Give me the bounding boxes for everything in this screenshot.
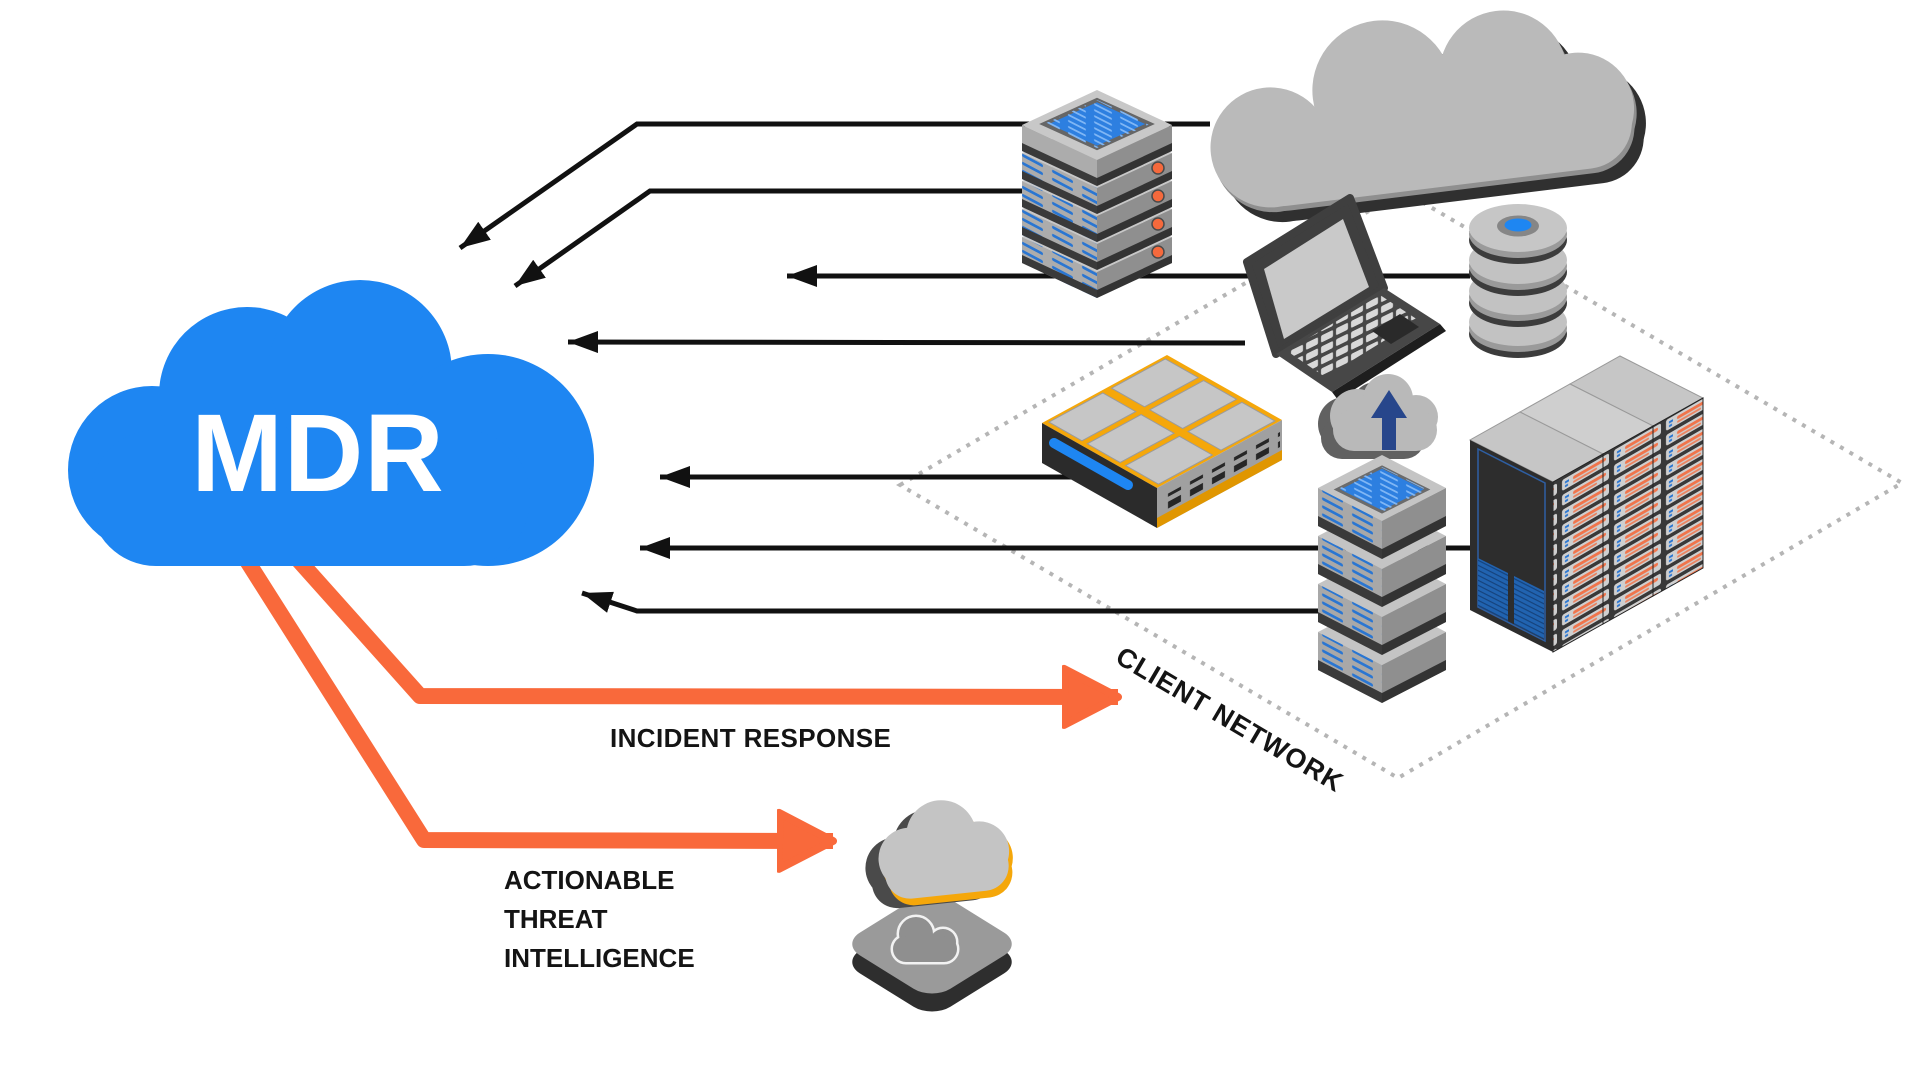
telemetry-arrow-tower — [581, 590, 1320, 614]
server-rack-icon — [1468, 355, 1705, 653]
incident-response-arrow — [279, 539, 1118, 697]
network-switch-icon — [1042, 355, 1282, 528]
laptop-trackpad — [1372, 314, 1419, 344]
server-stack-icon — [1022, 90, 1172, 298]
threat-intel-label: ACTIONABLE THREAT INTELLIGENCE — [504, 865, 695, 973]
switch-led-stripe — [1049, 438, 1133, 490]
telemetry-arrow-server-stack — [513, 188, 1022, 289]
client-network-boundary — [896, 188, 1906, 781]
database-icon — [1469, 204, 1567, 358]
telemetry-arrow-cloud — [458, 121, 1210, 251]
cloud-icon — [1197, 0, 1653, 229]
outbound-arrows — [230, 539, 1118, 841]
mdr-cloud-icon — [68, 280, 594, 566]
threat-intel-arrow — [230, 540, 833, 841]
threat-intel-cloud-icon — [852, 793, 1017, 1012]
upload-arrow — [1371, 390, 1407, 450]
mdr-cloud-label: MDR — [191, 392, 445, 515]
telemetry-arrow-laptop — [567, 331, 1246, 354]
laptop-icon — [1243, 194, 1446, 400]
server-tower-icon — [1318, 455, 1446, 703]
cloud-upload-icon — [1318, 374, 1438, 459]
tile-cloud-glyph — [890, 914, 960, 965]
incident-response-label: INCIDENT RESPONSE — [610, 723, 892, 753]
